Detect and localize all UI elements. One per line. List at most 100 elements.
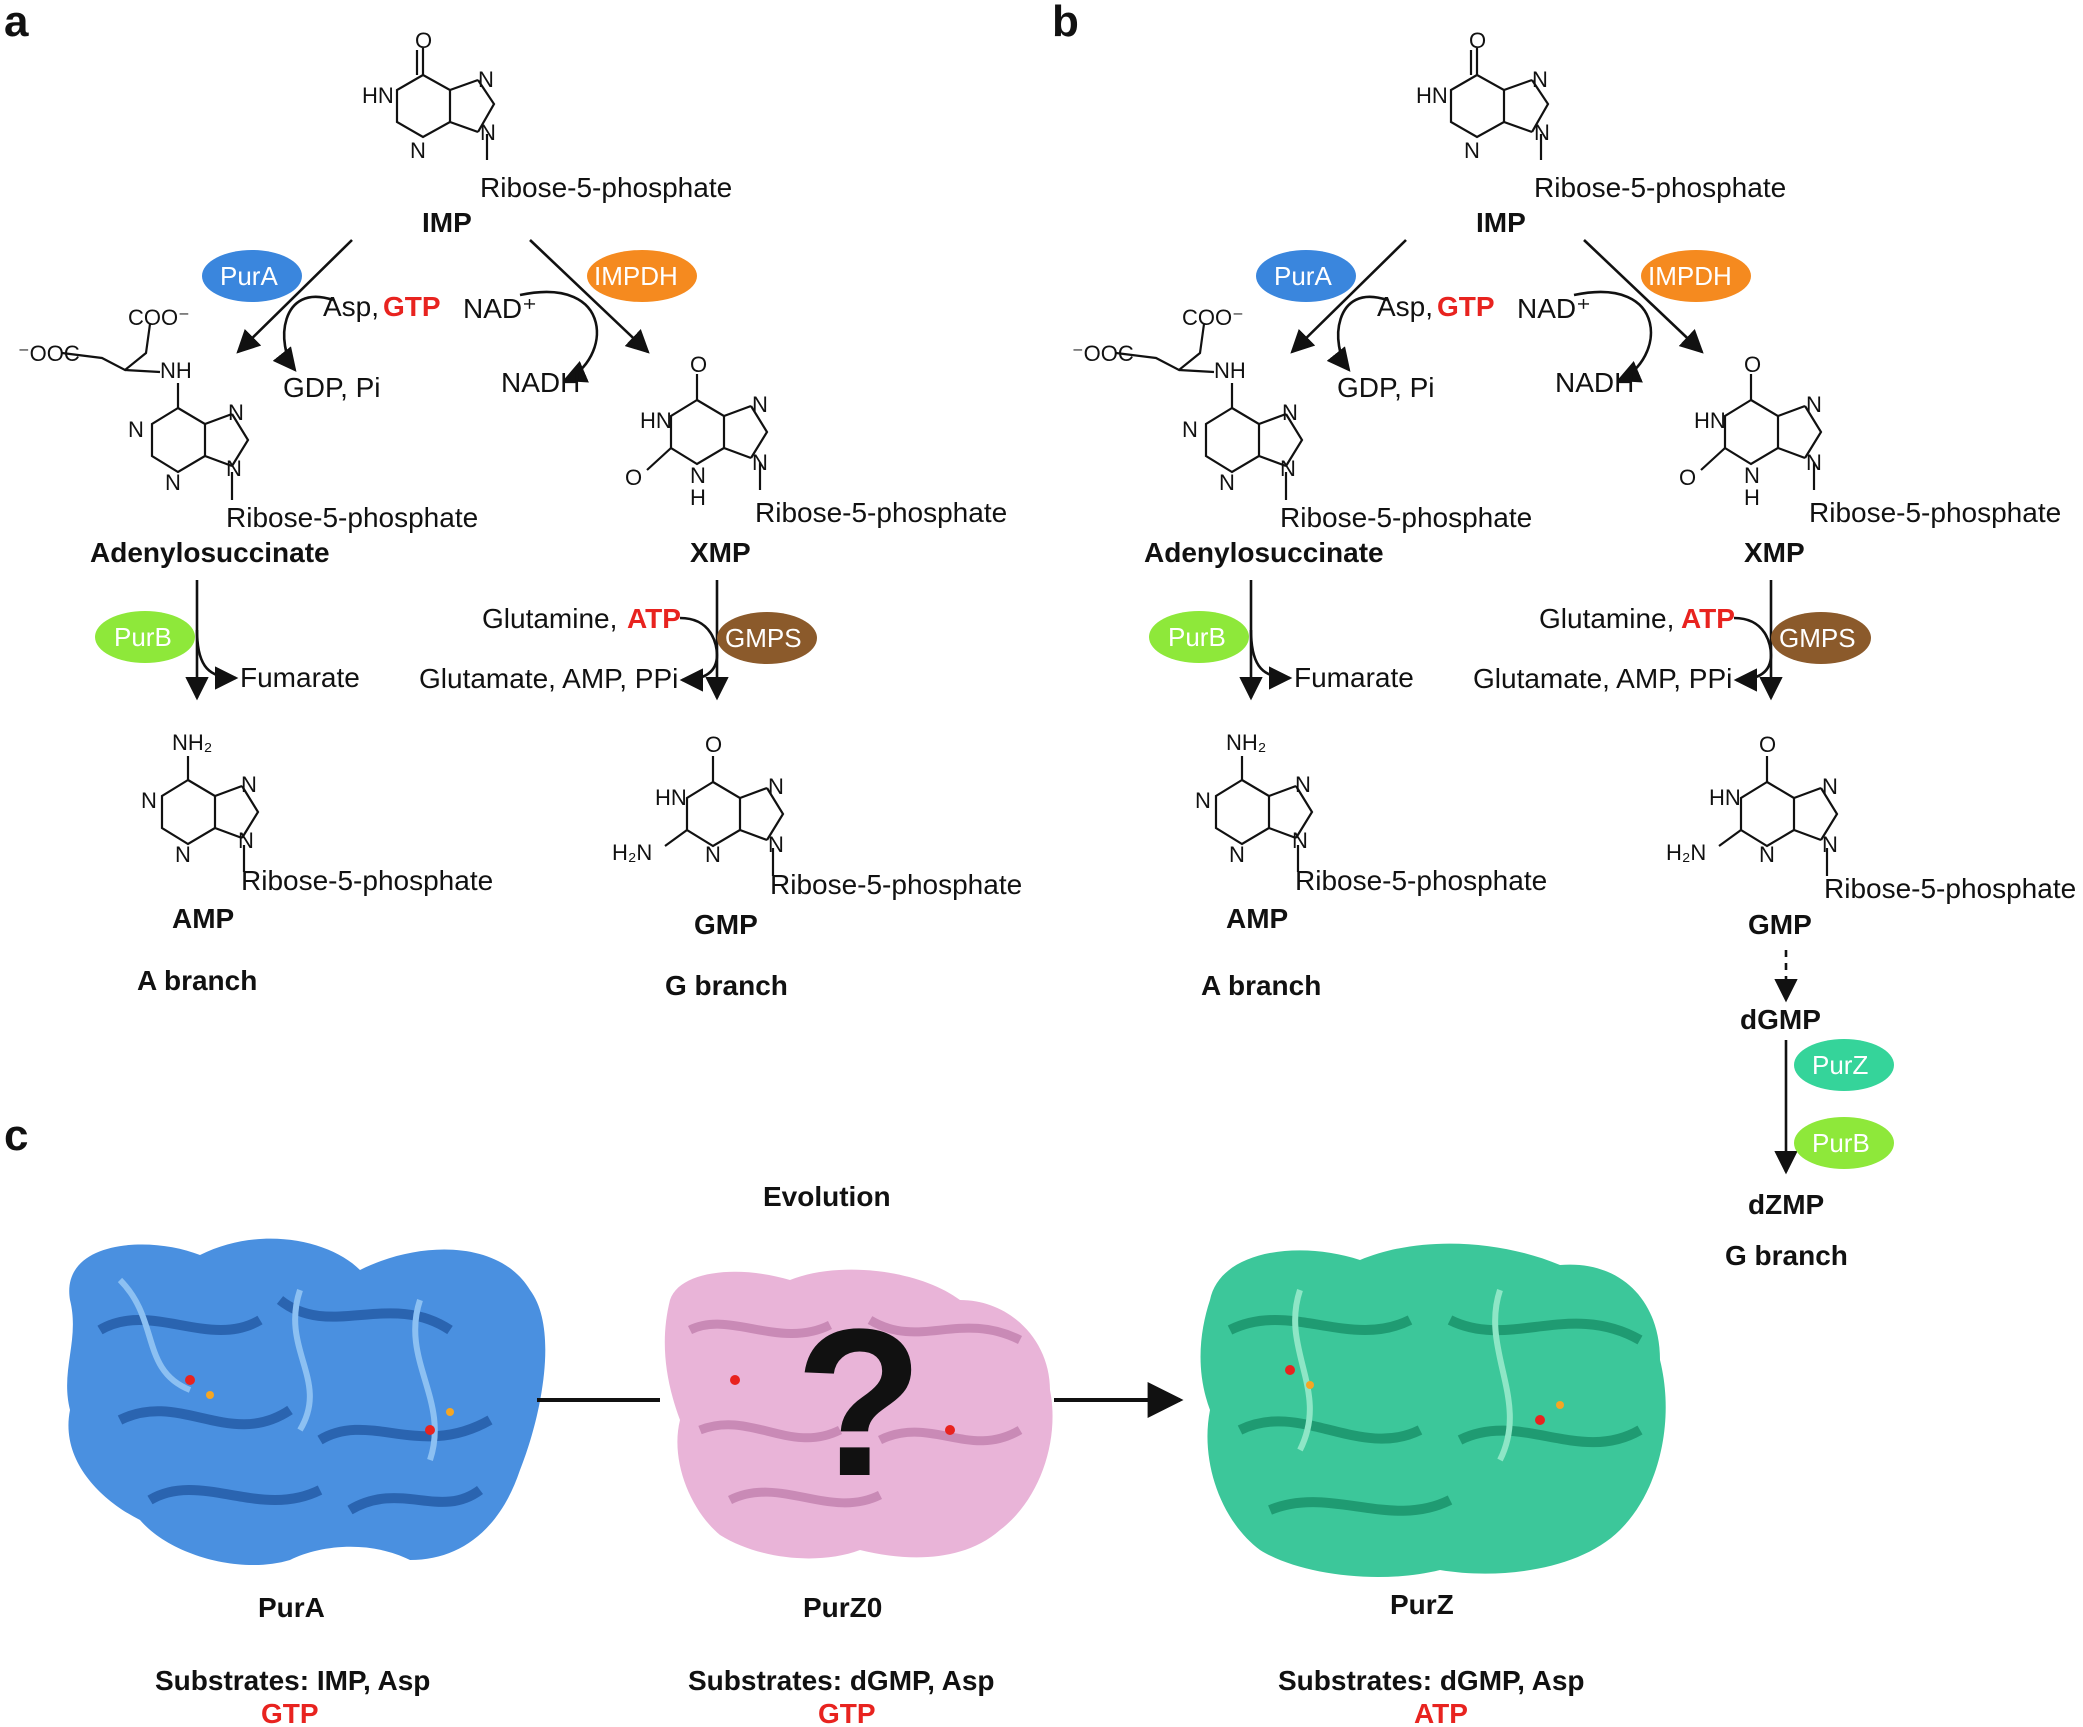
cofactor-fumarate-b: Fumarate — [1294, 662, 1414, 693]
cofactor-gtp: GTP — [383, 291, 441, 322]
imp-n-atom-b: N — [1464, 138, 1480, 163]
gmp-n3-b: N — [1759, 842, 1775, 867]
adenylosuccinate-n9-b: N — [1280, 456, 1296, 481]
enzyme-impdh-label-b: IMPDH — [1648, 261, 1732, 291]
xmp-structure: O HN O N H N N Ribose-5-phosphate XMP — [625, 352, 1007, 568]
purz0-cofactor: GTP — [818, 1698, 876, 1727]
arrow-glutamine-curve-b — [1733, 616, 1773, 692]
gmp-h2n: H₂N — [612, 840, 652, 865]
imp-hn-atom: HN — [362, 83, 394, 108]
amp-n3-b: N — [1229, 842, 1245, 867]
gmp-label-b: GMP — [1748, 909, 1812, 940]
cofactor-asp: Asp, — [323, 291, 379, 322]
amp-n7-b: N — [1295, 772, 1311, 797]
xmp-structure-b: O HN O N H N N Ribose-5-phosphate XMP — [1679, 352, 2061, 568]
arrow-imp-to-xmp — [529, 239, 650, 354]
cofactor-asp-b: Asp, — [1377, 291, 1433, 322]
adenylosuccinate-structure-b: COO⁻ ⁻OOC NH N N N N Ribose-5-phosphate … — [1072, 305, 1532, 568]
pura-substrates: Substrates: IMP, Asp — [155, 1665, 430, 1696]
g-branch-label-b: G branch — [1725, 1240, 1848, 1271]
xmp-n3: N — [690, 463, 706, 488]
purz-protein-image — [1200, 1243, 1666, 1578]
xmp-o-top-b: O — [1744, 352, 1761, 377]
enzyme-gmps — [717, 612, 817, 664]
imp-n9-atom-b: N — [1534, 120, 1550, 145]
panel-a: O HN N N N Ribose-5-phosphate IMP PurA I… — [18, 28, 1022, 1001]
gmp-hn: HN — [655, 785, 687, 810]
purz-cofactor: ATP — [1414, 1698, 1468, 1727]
cofactor-nadh-b: NADH — [1555, 367, 1634, 398]
gmp-label: GMP — [694, 909, 758, 940]
enzyme-pura-b — [1256, 250, 1356, 302]
imp-structure: O HN N N N Ribose-5-phosphate IMP — [362, 28, 732, 238]
enzyme-purb — [95, 611, 195, 663]
amp-n1: N — [141, 788, 157, 813]
enzyme-purb-b2 — [1794, 1117, 1894, 1169]
question-mark: ? — [795, 1285, 923, 1520]
amp-structure-b: NH₂ N N N N Ribose-5-phosphate AMP — [1195, 730, 1547, 934]
adenylosuccinate-label-b: Adenylosuccinate — [1144, 537, 1384, 568]
enzyme-pura-label: PurA — [220, 261, 278, 291]
gmp-ribose: Ribose-5-phosphate — [770, 869, 1022, 900]
xmp-n7-b: N — [1806, 392, 1822, 417]
arrow-fumarate-curve — [195, 629, 239, 690]
gmp-n9-b: N — [1822, 832, 1838, 857]
adenylosuccinate-structure: COO⁻ ⁻OOC NH N N N N Ribose-5-phosphate … — [18, 305, 478, 568]
enzyme-gmps-b — [1771, 612, 1871, 664]
xmp-h3-b: H — [1744, 485, 1760, 510]
cofactor-gdp-pi: GDP, Pi — [283, 372, 381, 403]
dgmp-label: dGMP — [1740, 1004, 1821, 1035]
adenylosuccinate-ribose: Ribose-5-phosphate — [226, 502, 478, 533]
cofactor-atp: ATP — [627, 603, 681, 634]
panel-label-b: b — [1052, 0, 1079, 46]
enzyme-purb-label-b: PurB — [1168, 622, 1226, 652]
gmp-structure-b: O HN H₂N N N N Ribose-5-phosphate GMP — [1666, 732, 2076, 940]
panel-label-c: c — [4, 1111, 28, 1160]
cofactor-gtp-b: GTP — [1437, 291, 1495, 322]
adenylosuccinate-n7: N — [228, 400, 244, 425]
enzyme-purz-label: PurZ — [1812, 1050, 1868, 1080]
enzyme-impdh — [587, 250, 697, 302]
adenylosuccinate-nh: NH — [160, 358, 192, 383]
gmp-n7-b: N — [1822, 774, 1838, 799]
cofactor-gdp-pi-b: GDP, Pi — [1337, 372, 1435, 403]
xmp-n7: N — [752, 392, 768, 417]
enzyme-purb-label-b2: PurB — [1812, 1128, 1870, 1158]
cofactor-nad: NAD⁺ — [463, 293, 537, 324]
adenylosuccinate-n9: N — [226, 456, 242, 481]
pura-cofactor: GTP — [261, 1698, 319, 1727]
enzyme-purb-label: PurB — [114, 622, 172, 652]
gmp-n9: N — [768, 832, 784, 857]
xmp-h3: H — [690, 485, 706, 510]
enzyme-impdh-label: IMPDH — [594, 261, 678, 291]
enzyme-pura — [202, 250, 302, 302]
purz-substrates: Substrates: dGMP, Asp — [1278, 1665, 1585, 1696]
imp-ribose: Ribose-5-phosphate — [480, 172, 732, 203]
amp-structure: NH₂ N N N N Ribose-5-phosphate AMP — [141, 730, 493, 934]
imp-ribose-b: Ribose-5-phosphate — [1534, 172, 1786, 203]
imp-label: IMP — [422, 207, 472, 238]
xmp-hn-b: HN — [1694, 408, 1726, 433]
xmp-label-b: XMP — [1744, 537, 1805, 568]
amp-nh2: NH₂ — [172, 730, 212, 755]
gmp-n7: N — [768, 774, 784, 799]
amp-label: AMP — [172, 903, 234, 934]
xmp-o-left: O — [625, 465, 642, 490]
arrow-glutamine-curve — [679, 616, 719, 692]
arrow-imp-to-adenylosuccinate — [236, 239, 353, 354]
gmp-structure: O HN H₂N N N N Ribose-5-phosphate GMP — [612, 732, 1022, 940]
arrow-imp-to-xmp-b — [1583, 239, 1704, 354]
adenylosuccinate-n1-b: N — [1182, 417, 1198, 442]
purz-protein-name: PurZ — [1390, 1589, 1454, 1620]
enzyme-gmps-label-b: GMPS — [1779, 623, 1856, 653]
gmp-hn-b: HN — [1709, 785, 1741, 810]
cofactor-fumarate: Fumarate — [240, 662, 360, 693]
amp-nh2-b: NH₂ — [1226, 730, 1266, 755]
enzyme-gmps-label: GMPS — [725, 623, 802, 653]
amp-n7: N — [241, 772, 257, 797]
xmp-hn: HN — [640, 408, 672, 433]
adenylosuccinate-ooc: ⁻OOC — [18, 341, 80, 366]
evolution-label: Evolution — [763, 1181, 891, 1212]
adenylosuccinate-n3: N — [165, 470, 181, 495]
